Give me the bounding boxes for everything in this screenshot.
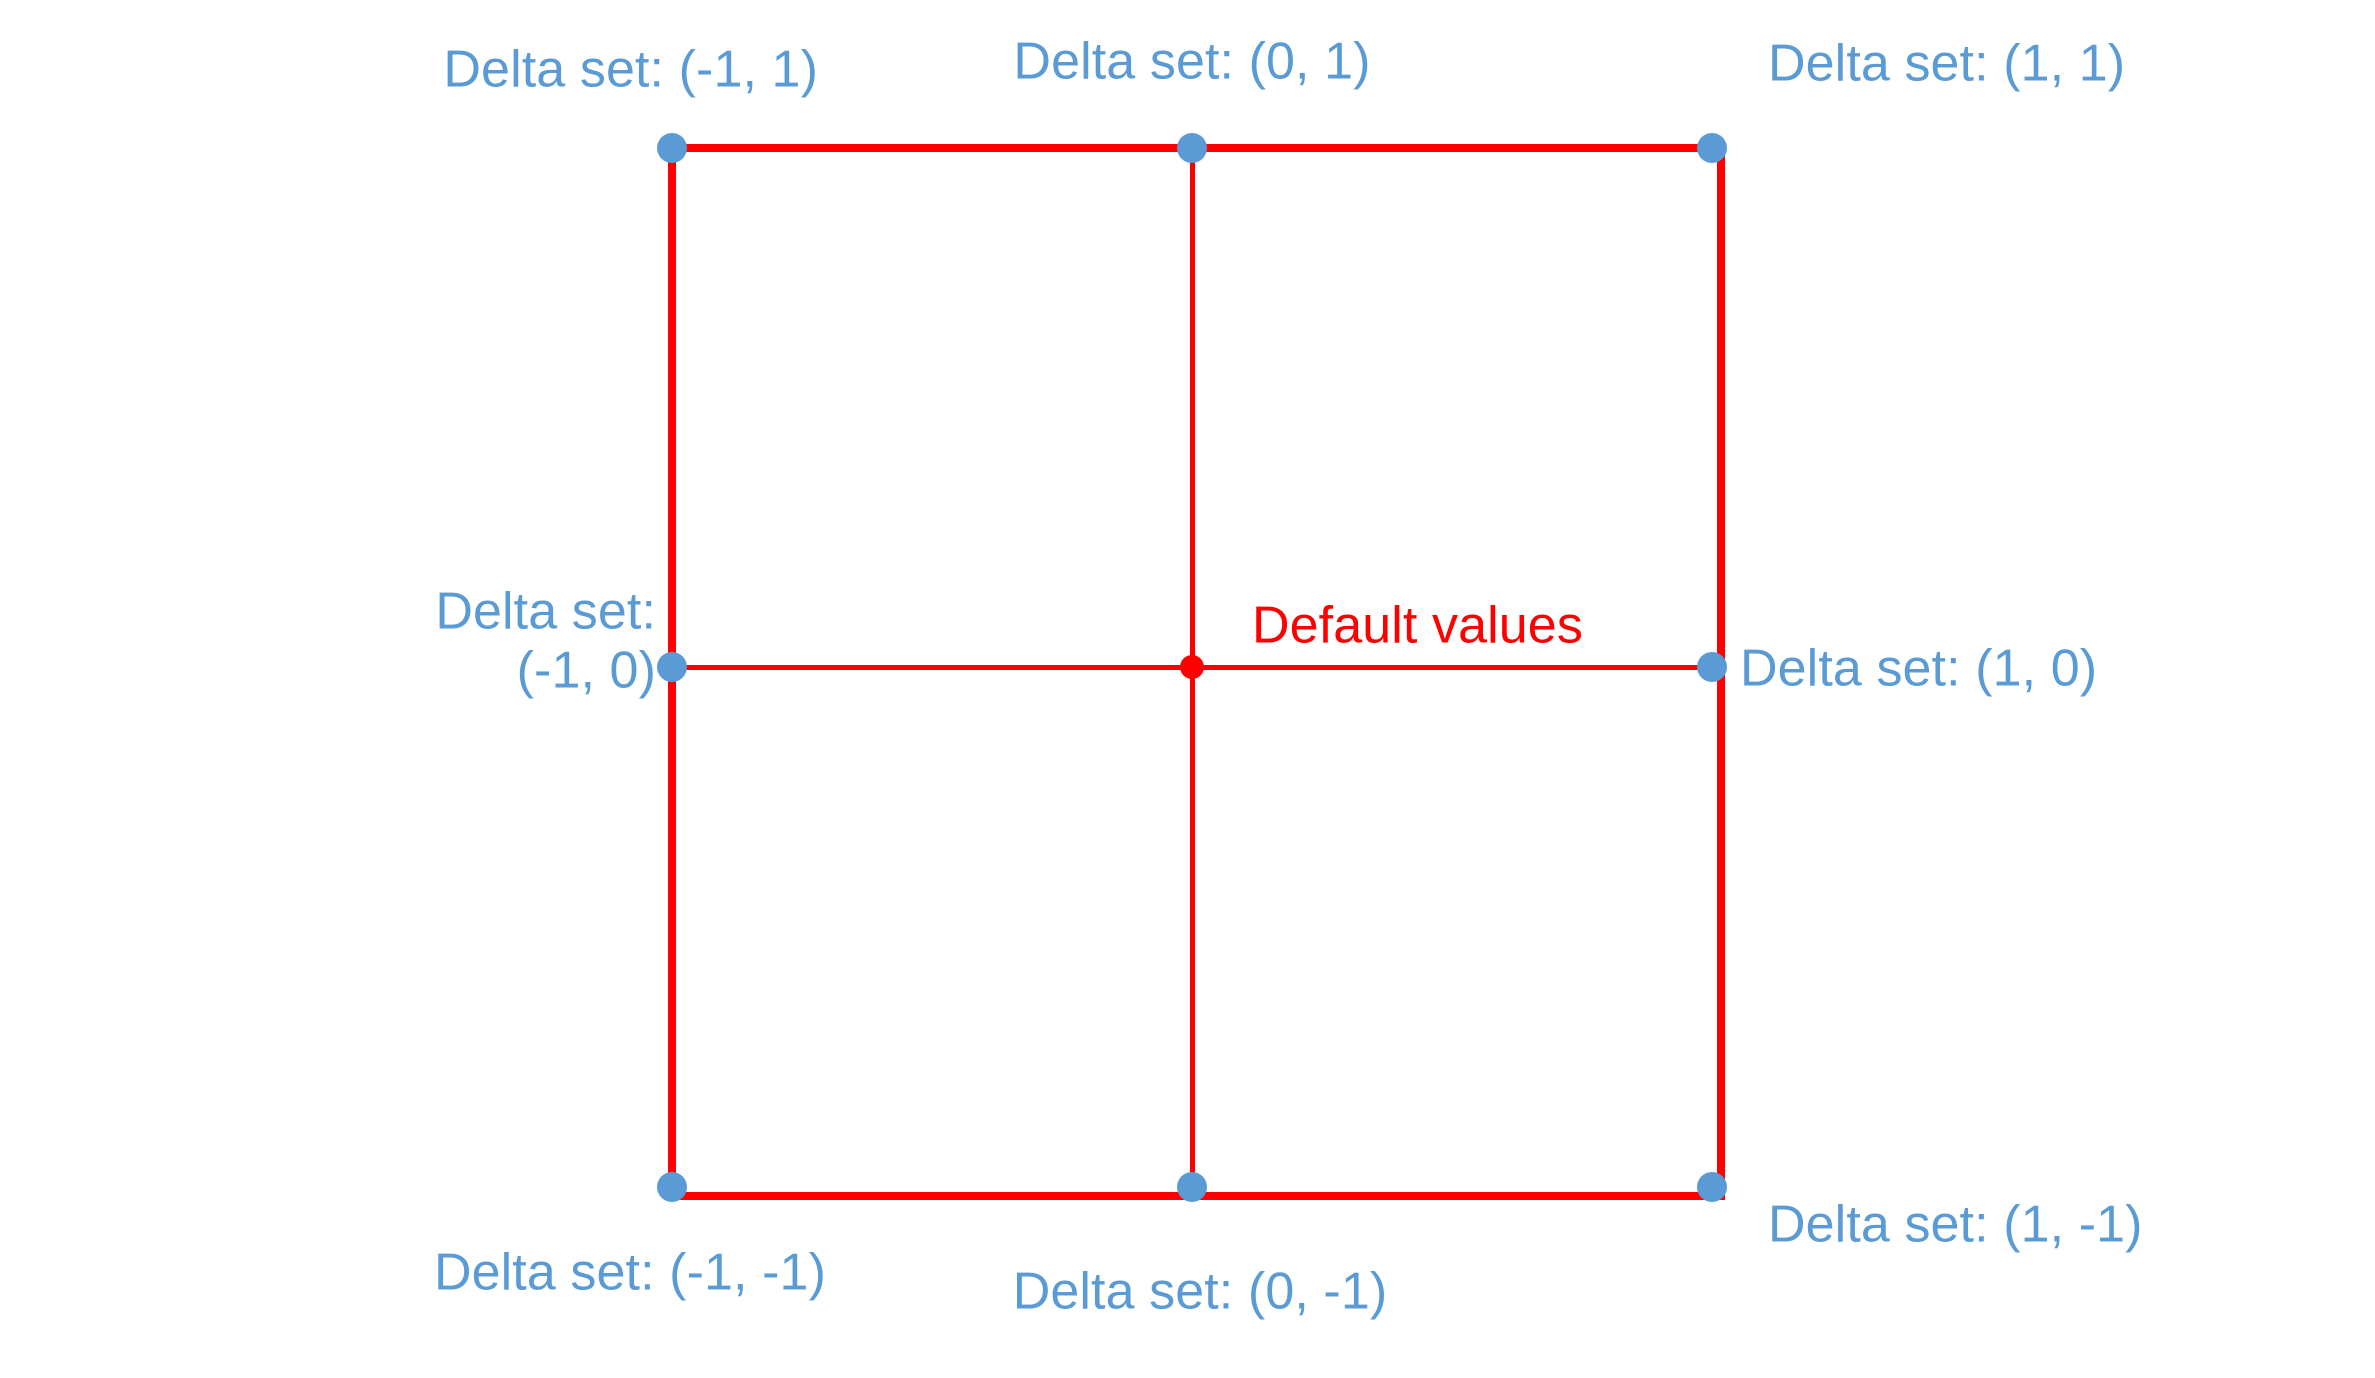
label-bottom-left: Delta set: (-1, -1): [433, 1243, 826, 1302]
label-middle-left-line1: Delta set:: [435, 582, 656, 641]
label-center-default-values: Default values: [1252, 596, 1583, 655]
label-middle-left: Delta set:(-1, 0): [435, 583, 656, 702]
point-top-left[interactable]: [657, 133, 687, 163]
label-top-left: Delta set: (-1, 1): [443, 40, 818, 99]
label-middle-left-line2: (-1, 0): [516, 642, 656, 700]
label-top-right: Delta set: (1, 1): [1768, 34, 2126, 93]
point-top-right[interactable]: [1697, 133, 1727, 163]
label-middle-right: Delta set: (1, 0): [1740, 639, 2098, 698]
label-top-center: Delta set: (0, 1): [1013, 32, 1371, 91]
point-top-center[interactable]: [1177, 133, 1207, 163]
point-bottom-center[interactable]: [1177, 1172, 1207, 1202]
label-bottom-center: Delta set: (0, -1): [1012, 1262, 1388, 1321]
point-middle-right[interactable]: [1697, 652, 1727, 682]
point-middle-left[interactable]: [657, 652, 687, 682]
point-bottom-left[interactable]: [657, 1172, 687, 1202]
point-center-default[interactable]: [1180, 655, 1204, 679]
point-bottom-right[interactable]: [1697, 1172, 1727, 1202]
label-bottom-right: Delta set: (1, -1): [1768, 1195, 2143, 1254]
